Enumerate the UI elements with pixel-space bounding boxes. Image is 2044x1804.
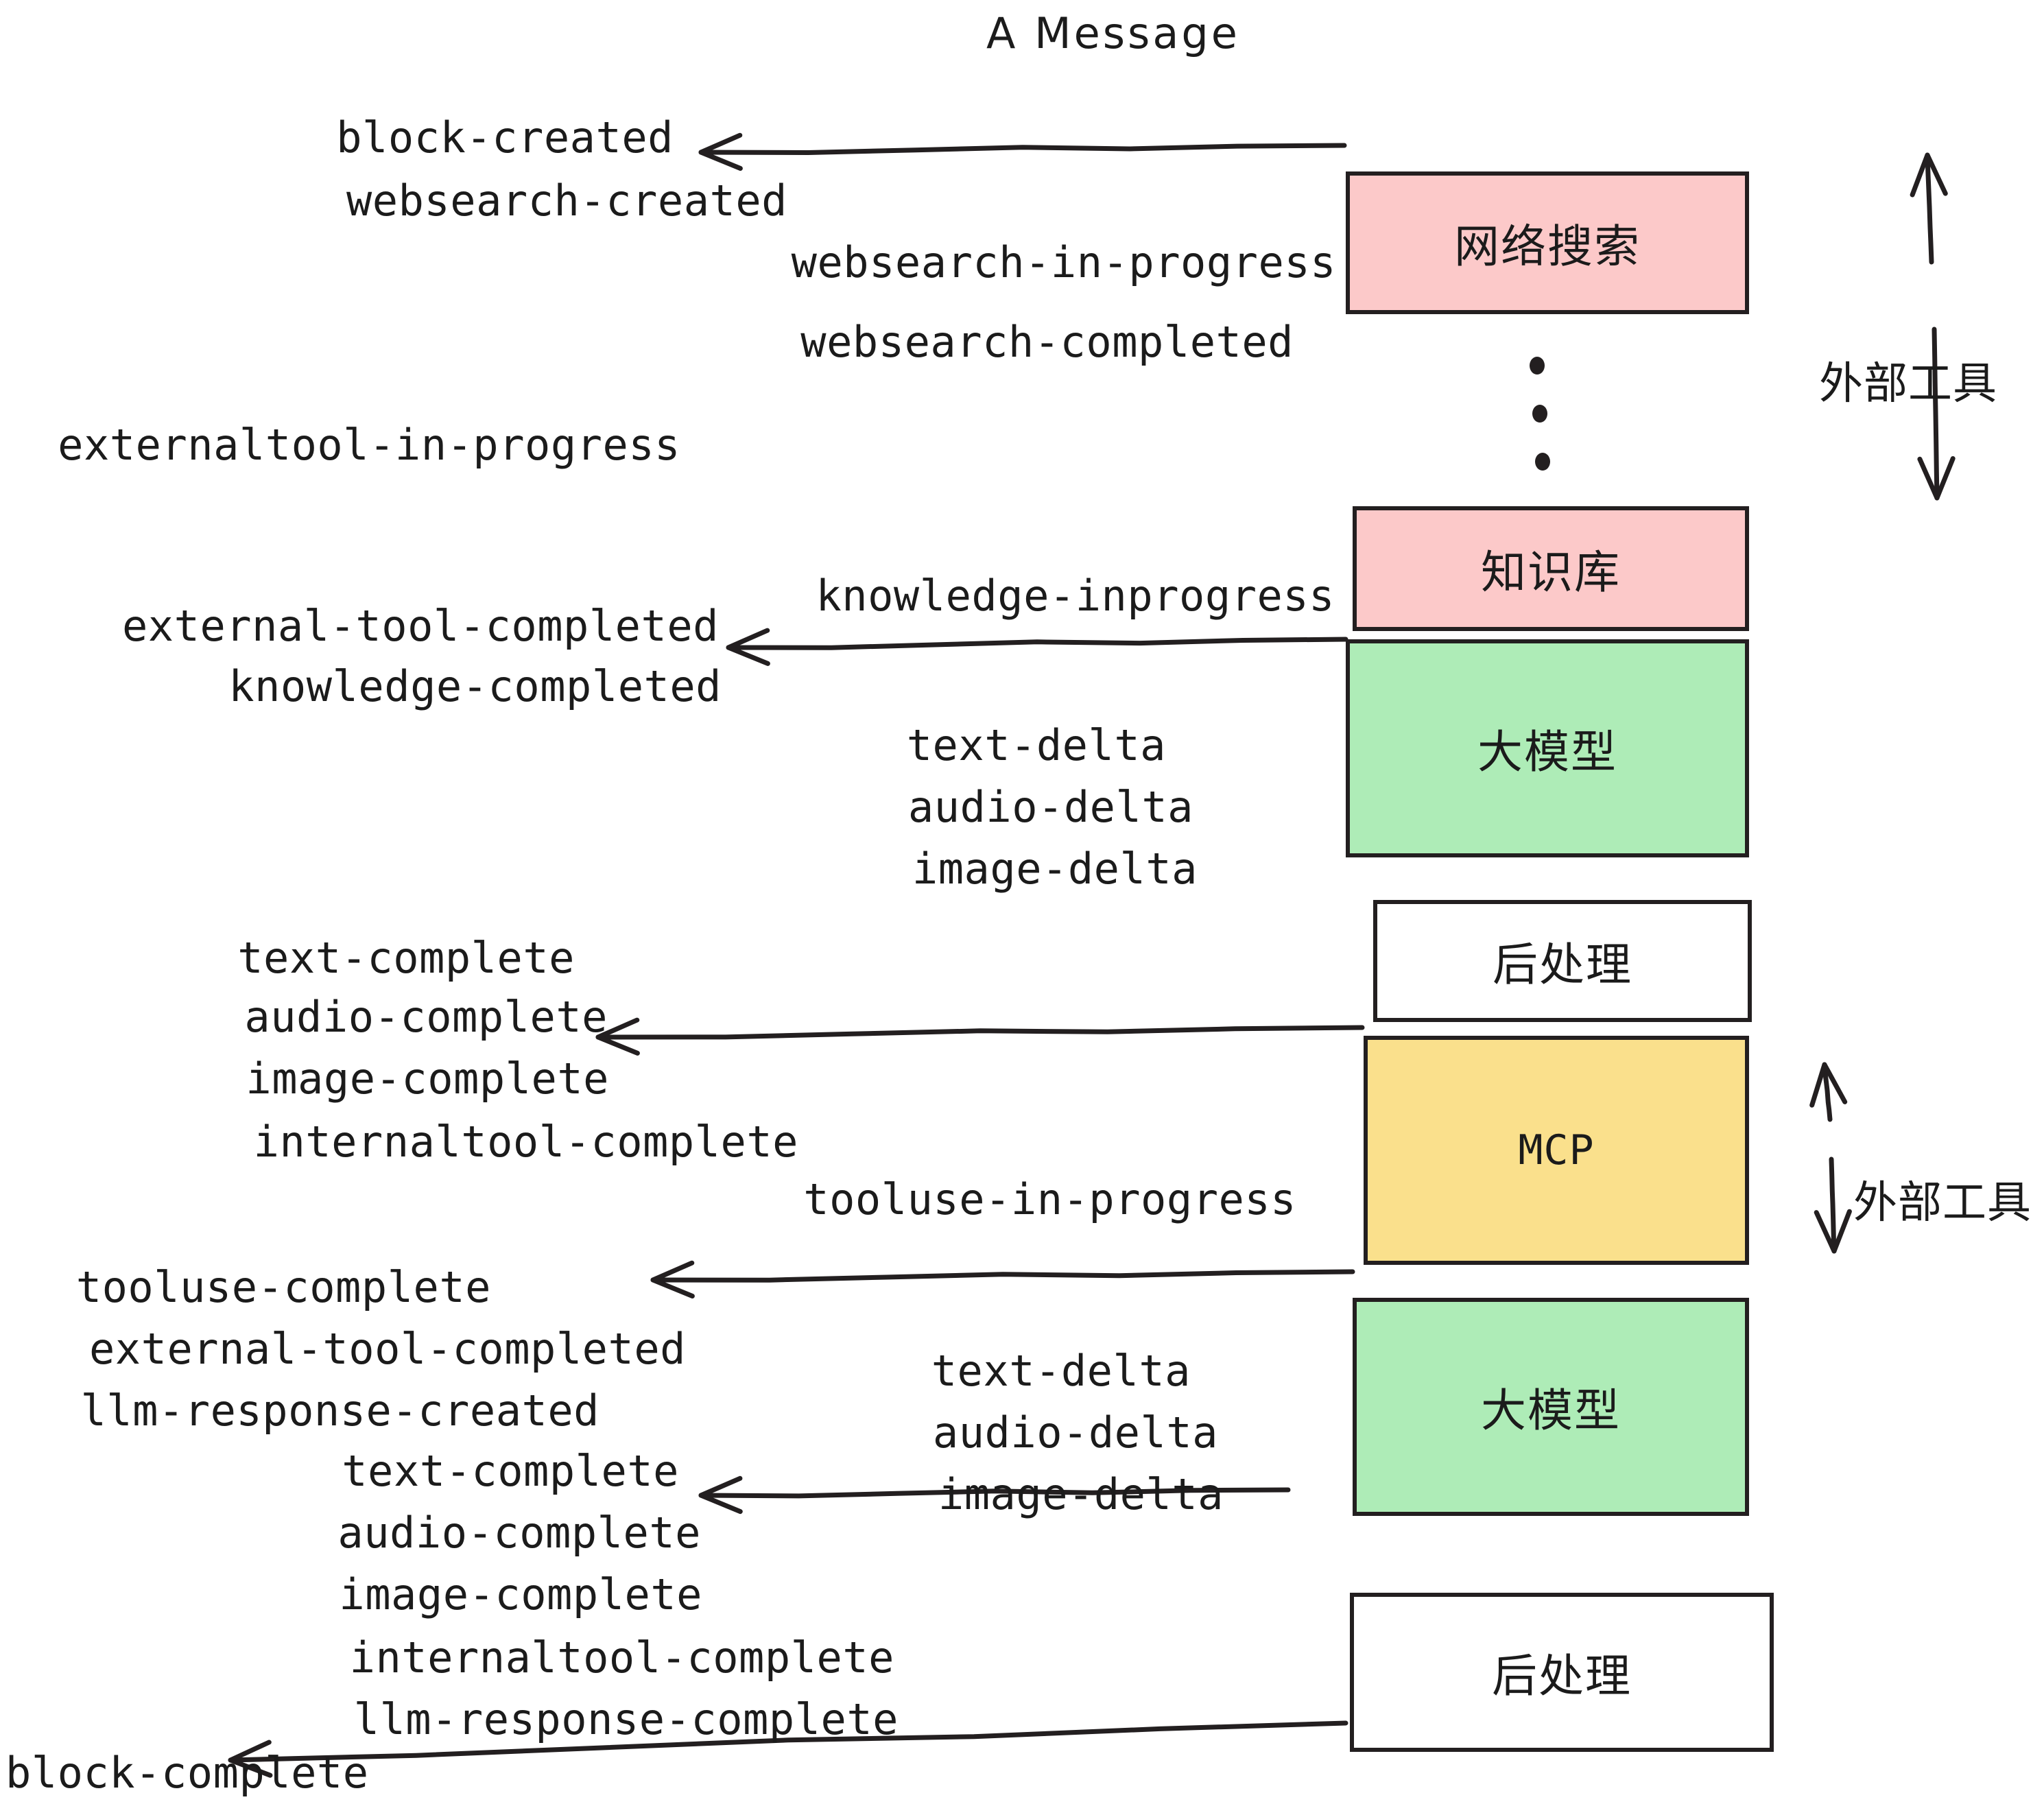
arrow-knowledge-done-head: [726, 628, 770, 666]
box-websearch: 网络搜索: [1346, 171, 1749, 314]
event-label-external-tool-completed: external-tool-completed: [121, 601, 719, 651]
event-label-tooluse-complete: tooluse-complete: [75, 1262, 491, 1312]
box-label-postprocess-1: 后处理: [1493, 938, 1632, 991]
event-label-block-complete: block-complete: [5, 1748, 369, 1798]
box-label-postprocess-2: 后处理: [1492, 1650, 1632, 1702]
side-label-external-tools-bottom: 外部工具: [1853, 1178, 2032, 1229]
arrow-ext-top-down-head: [1917, 456, 1956, 501]
event-label-llm-response-complete: llm-response-complete: [353, 1694, 899, 1744]
event-label-llm-response-created: llm-response-created: [80, 1386, 599, 1436]
arrow-image-complete: [595, 1017, 1365, 1056]
event-label-internaltool-complete-2: internaltool-complete: [349, 1633, 894, 1683]
ellipsis-dot-2: [1532, 405, 1547, 423]
event-label-image-complete-1: image-complete: [246, 1054, 609, 1104]
arrow-tooluse-complete: [650, 1260, 1355, 1298]
ellipsis-dot-3: [1535, 453, 1550, 471]
box-label-llm-upper: 大模型: [1477, 726, 1617, 779]
event-label-text-delta-1: text-delta: [906, 720, 1166, 770]
page-title: A Message: [986, 8, 1240, 58]
arrow-block-created: [698, 132, 1347, 171]
event-label-image-delta-1: image-delta: [912, 844, 1198, 894]
event-label-image-complete-2: image-complete: [339, 1569, 702, 1619]
event-label-text-delta-2: text-delta: [931, 1346, 1191, 1396]
box-label-llm-lower: 大模型: [1481, 1384, 1621, 1437]
arrow-knowledge-done: [726, 628, 1348, 666]
event-label-external-tool-completed-2: external-tool-completed: [88, 1324, 686, 1374]
box-postprocess-2: 后处理: [1350, 1593, 1774, 1752]
arrow-tooluse-complete-head: [650, 1260, 695, 1298]
arrow-ext-top-up-head: [1910, 152, 1948, 198]
event-label-websearch-created: websearch-created: [346, 176, 787, 226]
arrow-block-created-head: [698, 132, 743, 171]
event-label-websearch-in-progress: websearch-in-progress: [791, 237, 1336, 287]
event-label-audio-complete-1: audio-complete: [244, 992, 608, 1042]
box-label-websearch: 网络搜索: [1454, 220, 1641, 273]
arrow-audio-complete-head: [698, 1475, 743, 1515]
event-label-websearch-completed: websearch-completed: [800, 317, 1294, 367]
arrow-ext-bottom-down-head: [1814, 1209, 1852, 1254]
arrow-ext-bottom-up-head: [1809, 1062, 1848, 1108]
event-label-knowledge-completed: knowledge-completed: [228, 661, 722, 711]
arrow-ext-bottom-up: [1809, 1062, 1848, 1122]
event-label-text-complete-2: text-complete: [342, 1446, 679, 1496]
event-label-audio-delta-1: audio-delta: [907, 782, 1193, 832]
event-label-audio-complete-2: audio-complete: [337, 1508, 701, 1558]
event-label-text-complete-1: text-complete: [237, 933, 575, 983]
event-label-tooluse-in-progress: tooluse-in-progress: [803, 1174, 1296, 1224]
event-label-externaltool-in-progress: externaltool-in-progress: [58, 420, 680, 470]
box-llm-upper: 大模型: [1346, 639, 1749, 857]
box-knowledge: 知识库: [1353, 506, 1749, 631]
box-label-mcp: MCP: [1518, 1126, 1595, 1174]
event-label-audio-delta-2: audio-delta: [932, 1408, 1218, 1458]
box-postprocess-1: 后处理: [1373, 900, 1752, 1022]
event-label-block-created: block-created: [336, 112, 674, 163]
box-mcp: MCP: [1364, 1036, 1749, 1265]
event-label-internaltool-complete-1: internaltool-complete: [253, 1117, 798, 1167]
event-label-image-delta-2: image-delta: [938, 1469, 1224, 1519]
box-label-knowledge: 知识库: [1481, 546, 1621, 599]
arrow-ext-top-up: [1910, 152, 1948, 265]
ellipsis-dot-1: [1530, 357, 1545, 375]
side-label-external-tools-top: 外部工具: [1819, 359, 1997, 410]
event-label-knowledge-inprogress: knowledge-inprogress: [816, 571, 1335, 621]
box-llm-lower: 大模型: [1353, 1298, 1749, 1516]
arrow-ext-bottom-down: [1814, 1156, 1852, 1254]
